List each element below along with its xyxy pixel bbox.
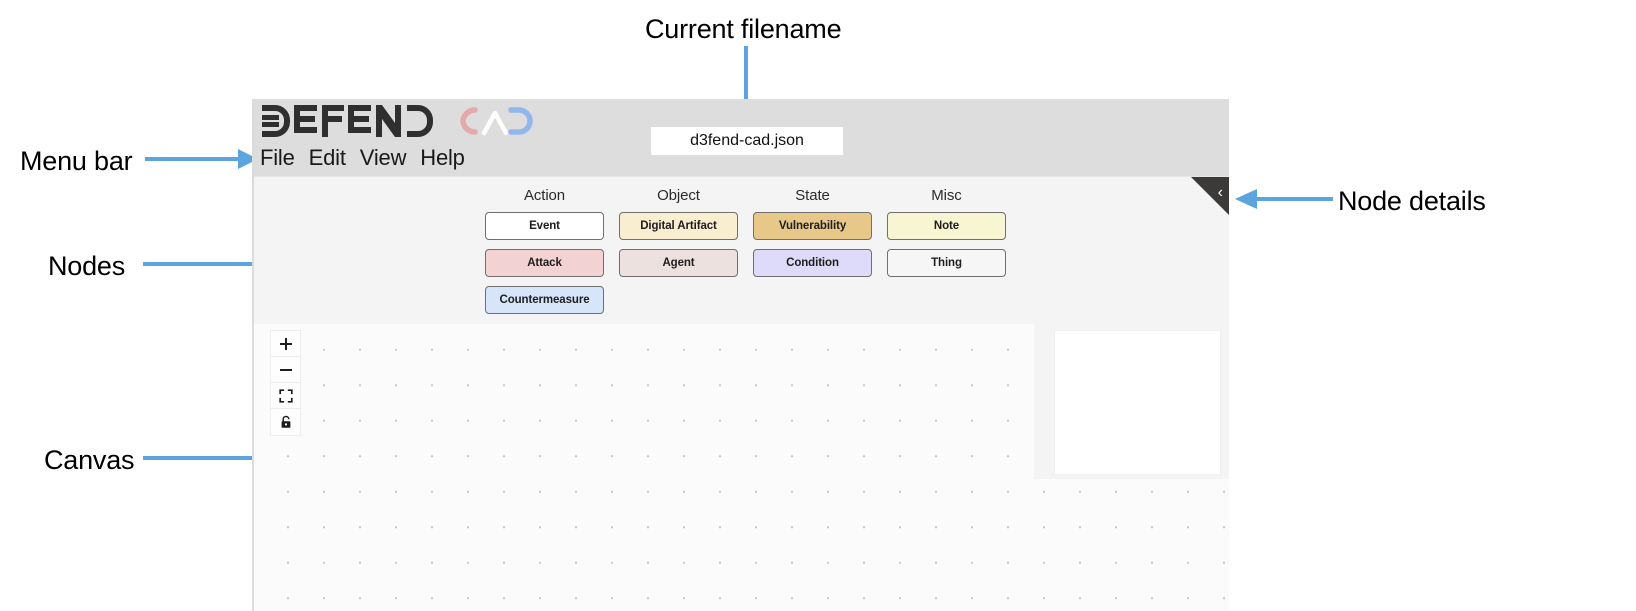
graph-canvas[interactable]: [254, 324, 1229, 611]
node-button-agent[interactable]: Agent: [619, 249, 738, 277]
app-header: d3fend-cad.json File Edit View Help: [254, 99, 1229, 176]
palette-column-state: State Vulnerability Condition: [753, 187, 872, 323]
palette-column-object: Object Digital Artifact Agent: [619, 187, 738, 323]
zoom-out-button[interactable]: [271, 357, 300, 383]
node-button-vulnerability[interactable]: Vulnerability: [753, 212, 872, 240]
palette-column-misc: Misc Note Thing: [887, 187, 1006, 323]
palette-column-action: Action Event Attack Countermeasure: [485, 187, 604, 323]
app-window: d3fend-cad.json File Edit View Help ‹ Ac…: [252, 99, 1229, 611]
node-button-condition[interactable]: Condition: [753, 249, 872, 277]
chevron-left-icon: ‹: [1217, 184, 1223, 201]
annotation-arrow-menu-bar: [145, 149, 258, 169]
app-logo: [262, 104, 537, 138]
fit-view-button[interactable]: [271, 383, 300, 409]
node-details-panel[interactable]: [1054, 330, 1221, 475]
annotation-label-nodes: Nodes: [48, 251, 126, 281]
lock-icon: [281, 415, 290, 428]
annotation-label-menu-bar: Menu bar: [20, 146, 133, 176]
palette-column-title: Misc: [931, 187, 962, 204]
palette-column-title: Object: [657, 187, 700, 204]
annotation-label-canvas: Canvas: [44, 445, 135, 475]
node-details-tab-triangle: [1191, 177, 1229, 215]
annotation-label-current-filename: Current filename: [645, 14, 842, 44]
palette-column-title: Action: [523, 187, 566, 204]
menu-item-file[interactable]: File: [260, 145, 295, 170]
node-button-countermeasure[interactable]: Countermeasure: [485, 286, 604, 314]
palette-column-title: State: [795, 187, 830, 204]
node-palette: ‹ Action Event Attack Countermeasure Obj…: [254, 176, 1229, 324]
menu-bar: File Edit View Help: [260, 145, 465, 171]
menu-item-view[interactable]: View: [359, 145, 407, 170]
node-button-note[interactable]: Note: [887, 212, 1006, 240]
zoom-out-icon: [279, 368, 292, 371]
palette-columns: Action Event Attack Countermeasure Objec…: [485, 187, 1006, 323]
canvas-controls: [270, 330, 301, 436]
node-button-digital-artifact[interactable]: Digital Artifact: [619, 212, 738, 240]
logo-defend-text: [262, 105, 433, 137]
menu-item-edit[interactable]: Edit: [308, 145, 346, 170]
node-button-attack[interactable]: Attack: [485, 249, 604, 277]
zoom-in-icon: [279, 337, 292, 350]
menu-item-help[interactable]: Help: [420, 145, 465, 170]
node-button-thing[interactable]: Thing: [887, 249, 1006, 277]
annotation-label-node-details: Node details: [1338, 186, 1486, 216]
logo-cad-mark: [460, 107, 533, 136]
annotation-arrow-node-details: [1235, 189, 1333, 209]
zoom-in-button[interactable]: [271, 331, 300, 357]
filename-field[interactable]: d3fend-cad.json: [651, 127, 843, 155]
node-button-event[interactable]: Event: [485, 212, 604, 240]
lock-canvas-button[interactable]: [271, 409, 300, 435]
fit-view-icon: [278, 388, 293, 403]
node-details-toggle[interactable]: ‹: [1191, 177, 1229, 215]
